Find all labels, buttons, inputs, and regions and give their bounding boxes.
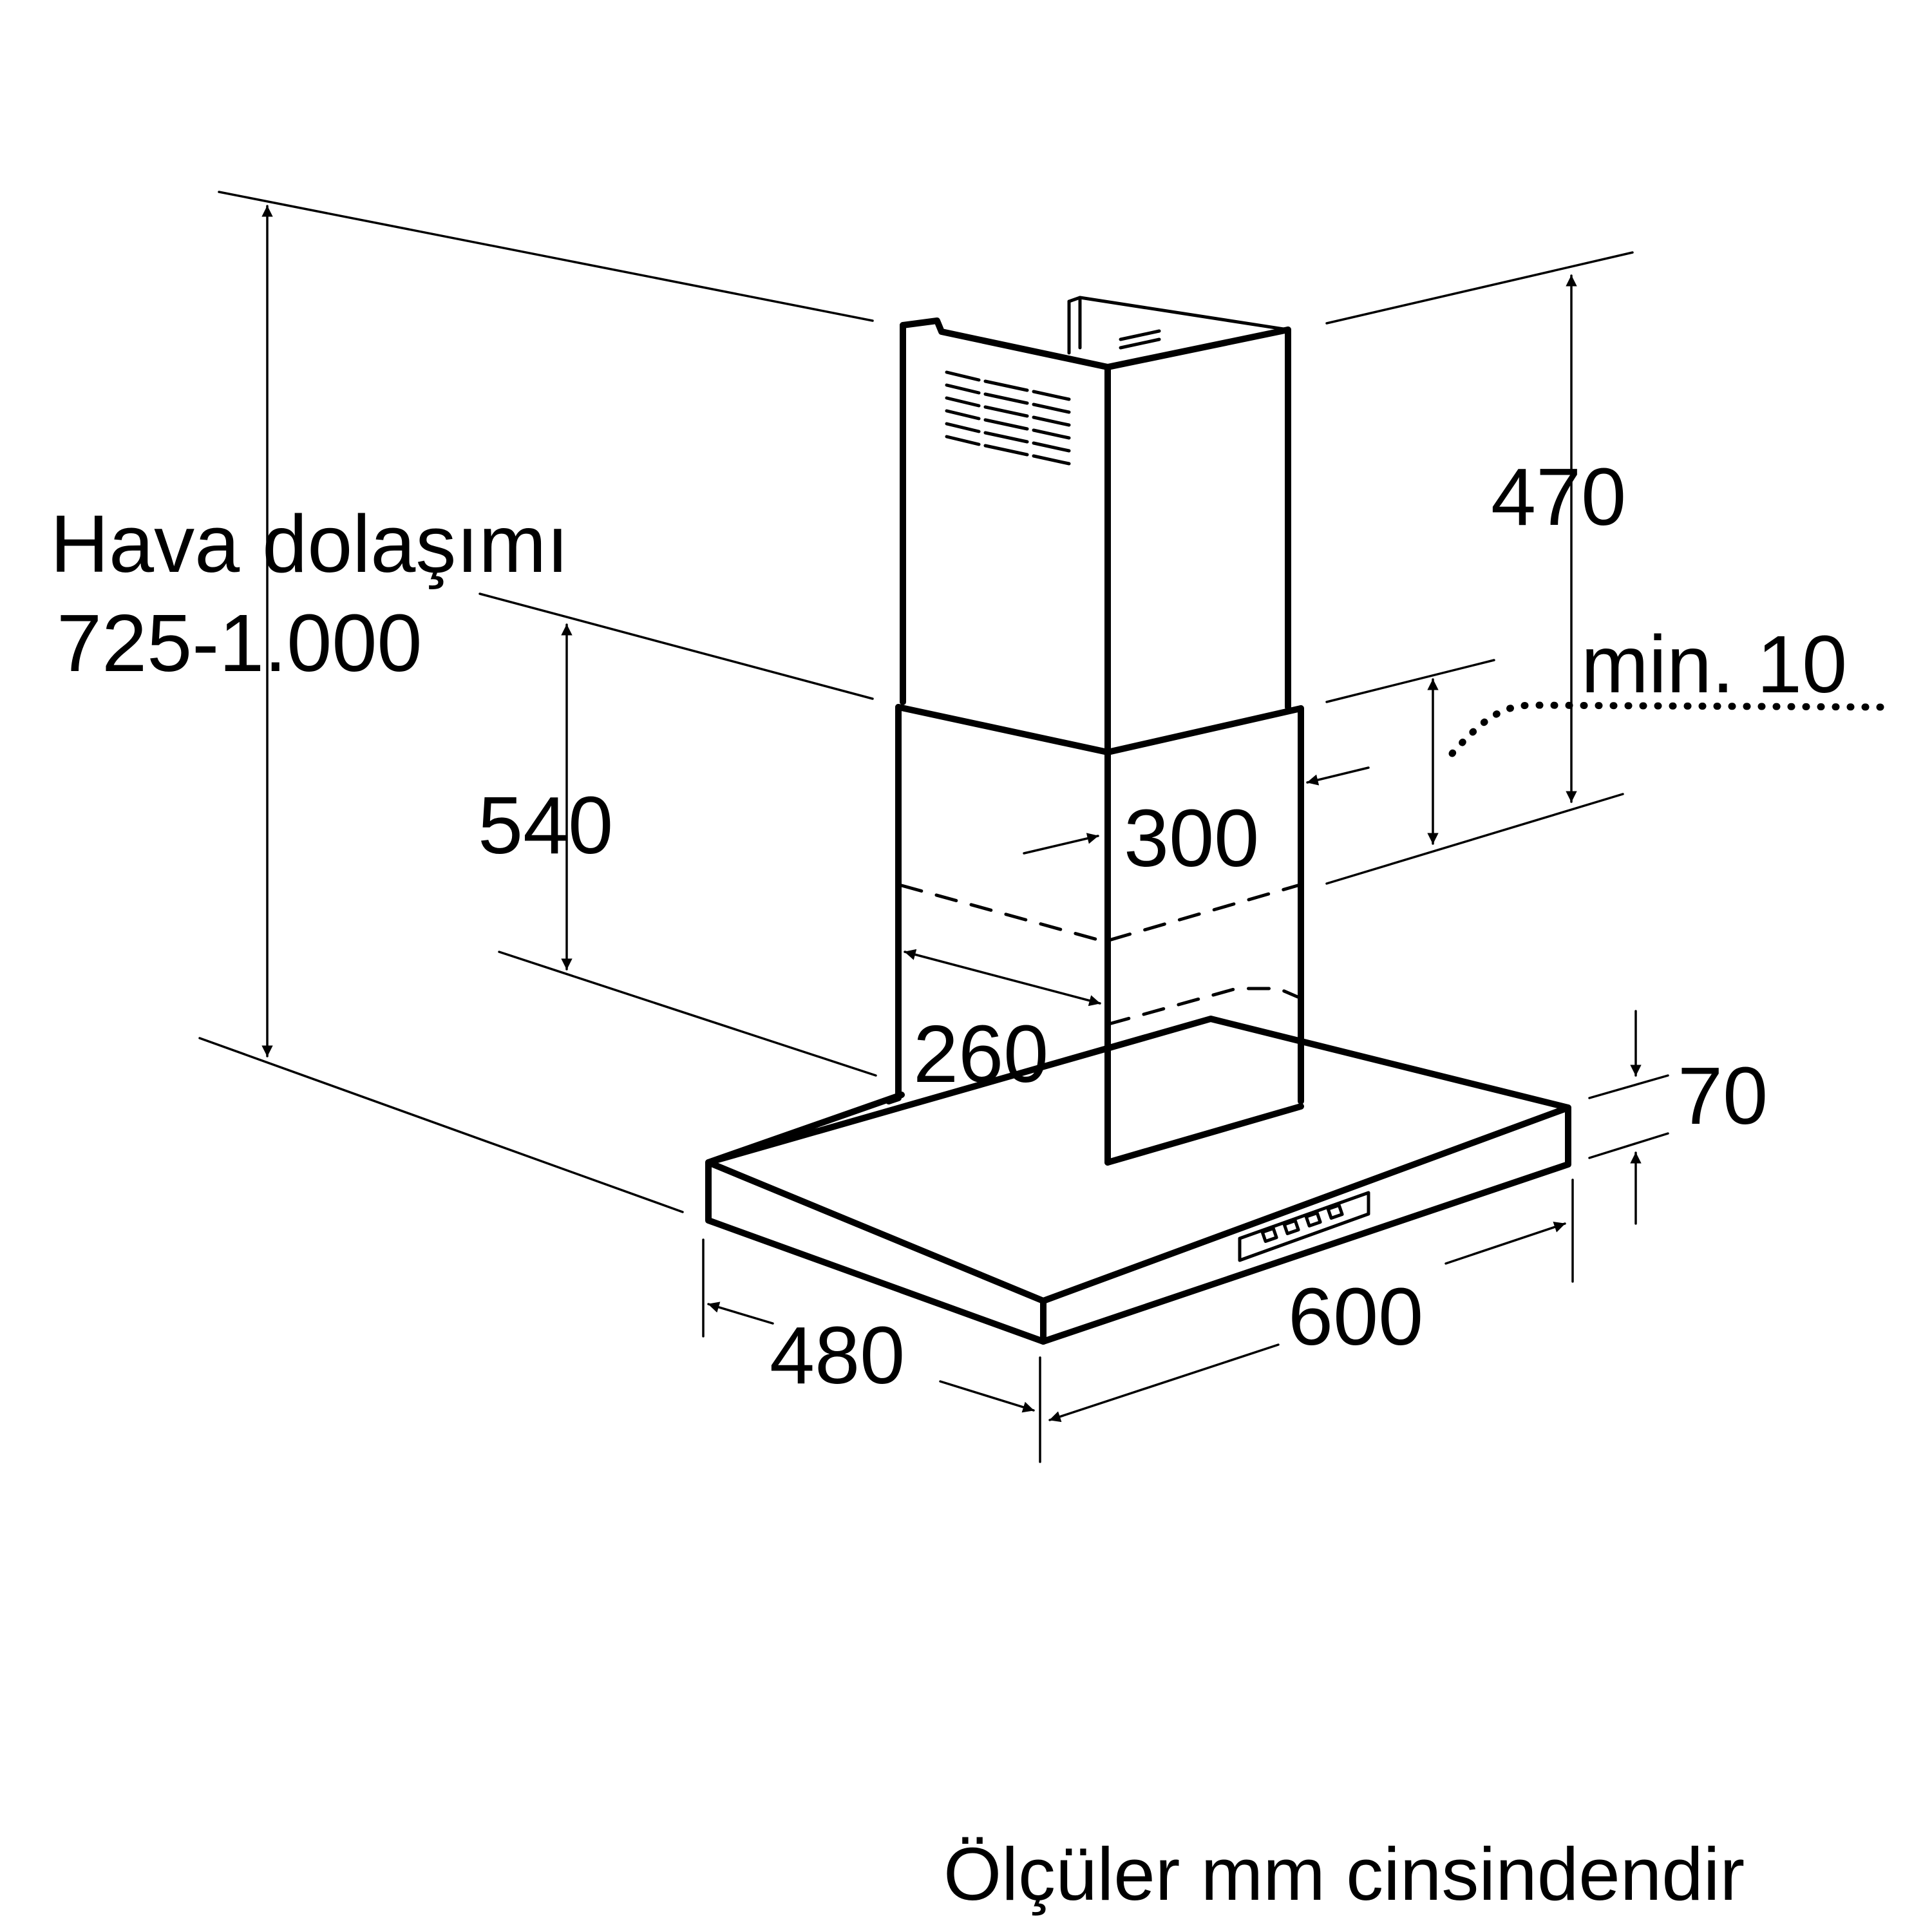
dim-label-600: 600 [1288, 1271, 1423, 1362]
dim-arrow-480-left [707, 1302, 774, 1325]
dim-label-260: 260 [913, 1009, 1048, 1099]
min10-ceiling-dotted-line [1448, 701, 1884, 757]
hood-body [705, 296, 1571, 1345]
dim-arrow-600-left [1048, 1343, 1280, 1423]
dim-label-540: 540 [478, 780, 613, 871]
mode-range-label: 725-1.000 [57, 598, 422, 688]
dim-arrow-480-right [939, 1380, 1035, 1413]
dim-label-min10: min. 10 [1581, 619, 1847, 710]
control-panel [1238, 1191, 1370, 1262]
dim-arrow-300-right [1306, 766, 1370, 786]
dim-label-480: 480 [770, 1310, 905, 1401]
dim-label-300: 300 [1124, 793, 1259, 884]
dim-arrow-600-right [1444, 1221, 1566, 1265]
dim-label-470: 470 [1491, 451, 1626, 542]
dimension-labels: Hava dolaşımı 725-1.000 470 min. 10 540 … [50, 451, 1847, 1916]
upper-chimney [900, 296, 1291, 753]
dim-line-260 [904, 949, 1101, 1007]
dim-label-70: 70 [1678, 1050, 1768, 1141]
extension-lines [198, 191, 1669, 1463]
units-note: Ölçüler mm cinsindendir [943, 1832, 1745, 1916]
dim-arrow-300-left [1023, 833, 1099, 855]
mode-name-label: Hava dolaşımı [50, 498, 569, 589]
dimension-lines [261, 205, 1884, 1423]
ventilation-grille [945, 329, 1161, 466]
